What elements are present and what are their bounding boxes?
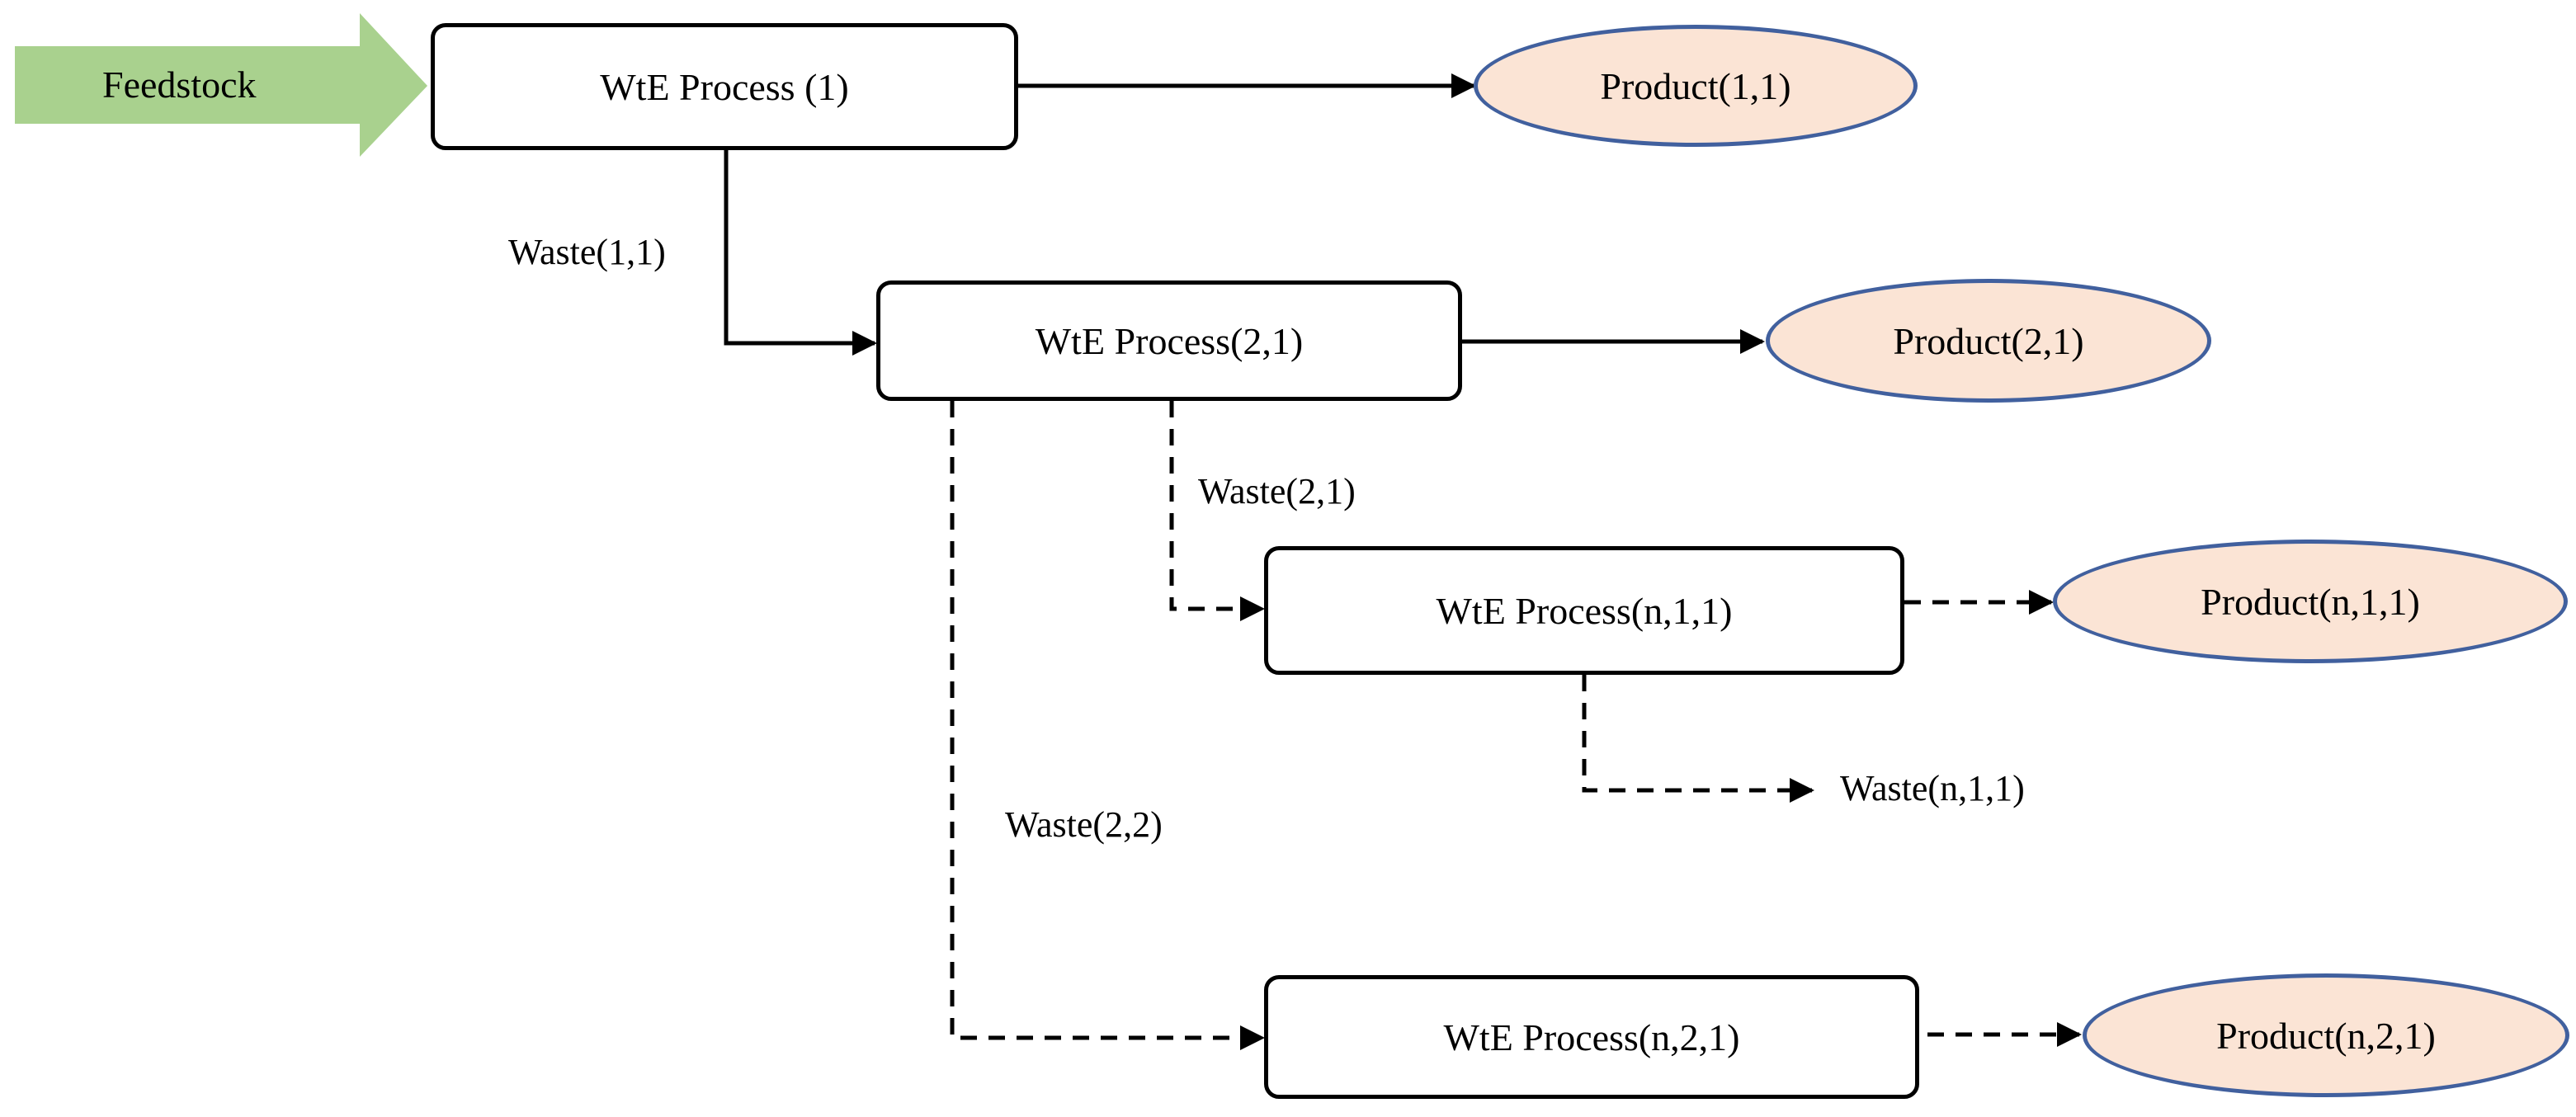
waste-label-2-2: Waste(2,2) [1005,804,1163,845]
process-box-n-1-1: WtE Process(n,1,1) [1264,546,1904,675]
waste-label-1-1: Waste(1,1) [508,232,666,272]
waste-label-n-1-1: Waste(n,1,1) [1840,768,2025,808]
waste-label-2-1: Waste(2,1) [1198,471,1356,511]
feedstock-label: Feedstock [102,64,257,106]
arrow-p1-to-p21 [724,150,877,356]
arrow-pn11-to-wasten11 [1582,675,1814,803]
product-ellipse-2-1: Product(2,1) [1766,279,2211,403]
arrow-p21-to-pn11 [1169,401,1265,621]
process-box-2-1: WtE Process(2,1) [876,280,1462,401]
product-ellipse-n-2-1: Product(n,2,1) [2083,973,2569,1097]
feedstock-arrow [15,13,427,157]
process-box-n-2-1: WtE Process(n,2,1) [1264,975,1919,1099]
product-ellipse-n-1-1: Product(n,1,1) [2053,540,2568,663]
process-box-1: WtE Process (1) [431,23,1018,150]
arrow-p21-to-pn21 [950,401,1265,1050]
product-ellipse-1-1: Product(1,1) [1474,25,1918,147]
